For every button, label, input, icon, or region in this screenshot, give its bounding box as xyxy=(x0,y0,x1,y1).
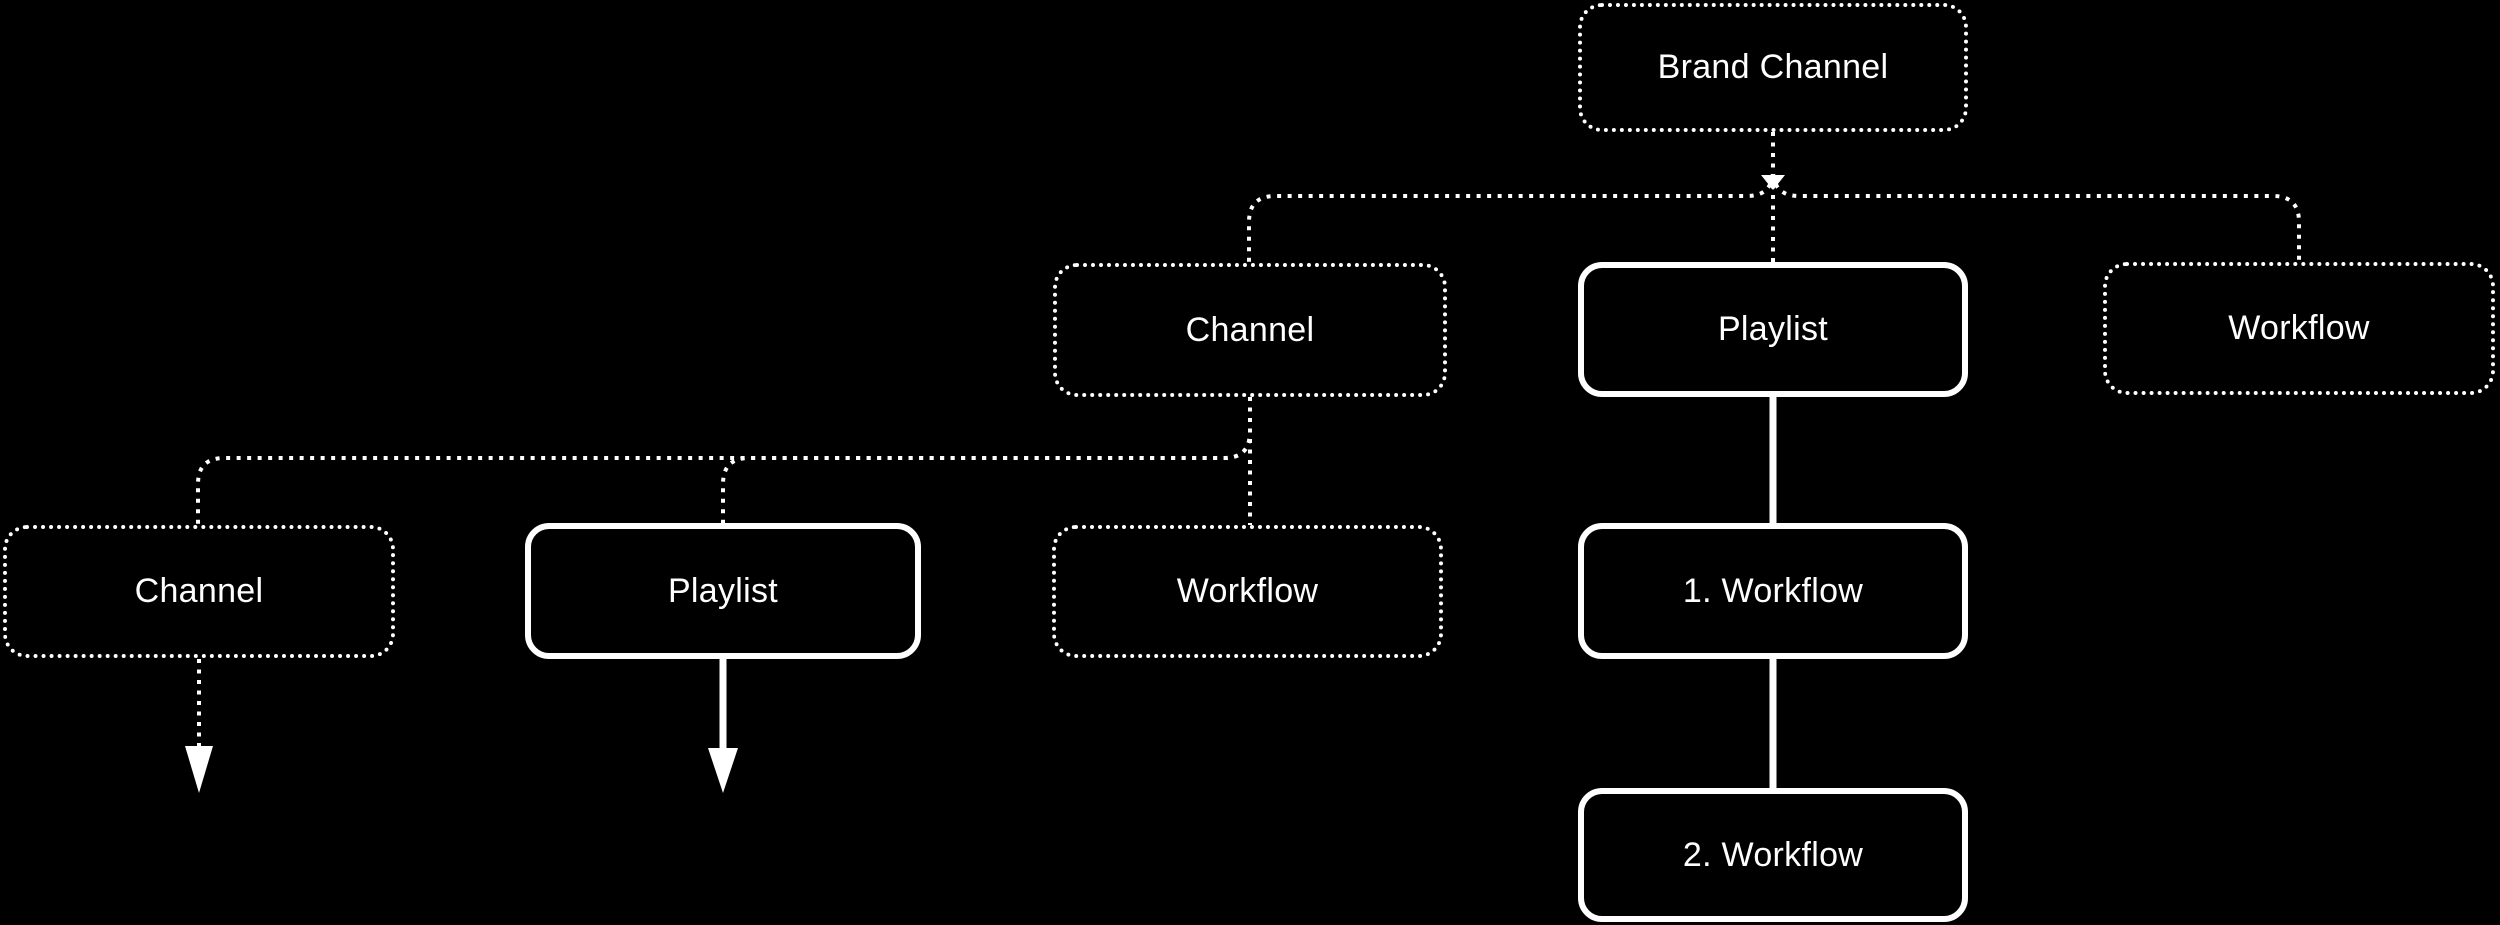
junction-arrowhead xyxy=(1761,175,1785,190)
edge-brand-to-workflow xyxy=(1771,132,2301,262)
dotted-arrow-head xyxy=(185,746,213,793)
node-channel-level2: Channel xyxy=(1053,263,1447,397)
node-workflow-level2-label: Workflow xyxy=(2228,309,2370,347)
node-channel-level3-label: Channel xyxy=(134,572,264,610)
solid-arrow-head xyxy=(708,748,738,793)
node-playlist-level2: Playlist xyxy=(1578,262,1968,397)
node-workflow-level2: Workflow xyxy=(2103,262,2495,395)
node-workflow-level3: Workflow xyxy=(1052,525,1443,658)
edge-brand-to-channel xyxy=(1247,132,1775,262)
node-playlist-level3: Playlist xyxy=(525,523,921,659)
node-workflow-step2: 2. Workflow xyxy=(1578,788,1968,922)
node-playlist-level3-label: Playlist xyxy=(667,571,779,610)
node-brand-channel-label: Brand Channel xyxy=(1657,48,1889,86)
node-workflow-level3-label: Workflow xyxy=(1176,572,1319,610)
node-playlist-level2-label: Playlist xyxy=(1717,310,1829,348)
node-workflow-step2-label: 2. Workflow xyxy=(1682,835,1864,874)
node-workflow-step1-label: 1. Workflow xyxy=(1682,571,1864,610)
node-brand-channel: Brand Channel xyxy=(1578,3,1968,132)
node-workflow-step1: 1. Workflow xyxy=(1578,523,1968,659)
edge-channel-to-channel xyxy=(196,397,1252,525)
edge-channel-to-playlist xyxy=(721,397,1252,523)
node-channel-level2-label: Channel xyxy=(1185,310,1315,349)
node-channel-level3: Channel xyxy=(3,525,395,658)
